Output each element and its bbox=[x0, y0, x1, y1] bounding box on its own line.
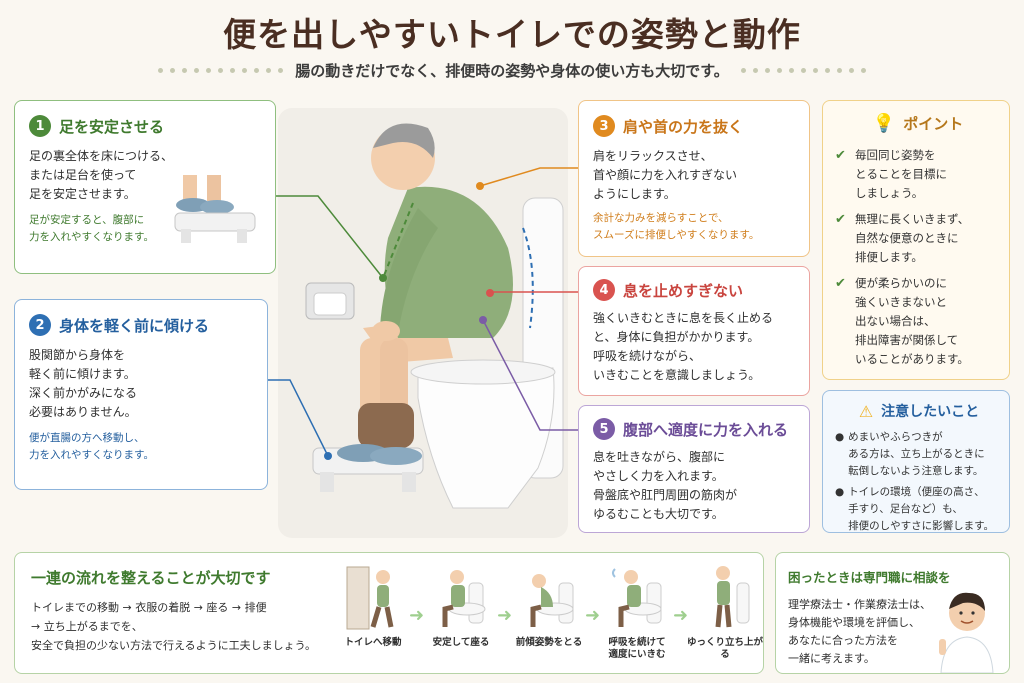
warning-icon: ⚠ bbox=[858, 401, 874, 421]
point-card: 💡 ポイント ✔ 毎回同じ姿勢を とることを目標に しましょう。 ✔ 無理に長く… bbox=[822, 100, 1010, 380]
step-number-badge: 2 bbox=[29, 314, 51, 336]
step-body: 足の裏全体を床につける、 または足台を使って 足を安定させます。 bbox=[29, 149, 174, 201]
flow-step: 前傾姿勢をとる bbox=[509, 563, 589, 649]
toilet-posture-illustration bbox=[278, 108, 568, 538]
consult-card: 困ったときは専門職に相談を 理学療法士・作業療法士は、 身体機能や環境を評価し、… bbox=[775, 552, 1010, 674]
arrow-right-icon: ➜ bbox=[673, 605, 689, 626]
point-card-header: 💡 ポイント bbox=[835, 113, 1001, 134]
step-number-badge: 5 bbox=[593, 418, 615, 440]
subtitle-row: 腸の動きだけでなく、排便時の姿勢や身体の使い方も大切です。 bbox=[0, 58, 1024, 82]
step-number-badge: 1 bbox=[29, 115, 51, 137]
therapist-avatar bbox=[939, 592, 994, 673]
decorative-dots-left bbox=[158, 67, 284, 73]
flow-steps: トイレへ移動 ➜ 安定して座る ➜ 前傾姿勢をとる ➜ bbox=[333, 563, 763, 667]
toilet-bowl-shape bbox=[417, 367, 555, 509]
step-card-5-header: 5 腹部へ適度に力を入れる bbox=[593, 418, 801, 440]
step-card-1: 1 足を安定させる 足の裏全体を床につける、 または足台を使って 足を安定させま… bbox=[14, 100, 276, 274]
lightbulb-icon: 💡 bbox=[872, 113, 896, 134]
standing-up-icon bbox=[715, 566, 750, 628]
caution-item: ● めまいやふらつきが ある方は、立ち上がるときに 転倒しないよう注意します。 bbox=[835, 429, 1003, 480]
step-card-4: 4 息を止めすぎない 強くいきむときに息を長く止める と、身体に負担がかかります… bbox=[578, 266, 810, 396]
step-card-4-header: 4 息を止めすぎない bbox=[593, 279, 801, 301]
arrow-right-icon: ➜ bbox=[585, 605, 601, 626]
arrow-right-icon: ➜ bbox=[497, 605, 513, 626]
point-item: ✔ 無理に長くいきまず、 自然な便意のときに 排便します。 bbox=[835, 210, 1001, 267]
step-title: 息を止めすぎない bbox=[623, 281, 744, 300]
step-note: 余計な力みを減らすことで、 スムーズに排便しやすくなります。 bbox=[593, 212, 760, 241]
caution-item: ● トイレの環境（便座の高さ、 手すり、足台など）も、 排便のしやすさに影響しま… bbox=[835, 484, 1003, 535]
lowered-trousers-shape bbox=[358, 403, 414, 448]
sitting-icon bbox=[442, 570, 486, 627]
step-title: 身体を軽く前に傾ける bbox=[59, 316, 210, 335]
page-title: 便を出しやすいトイレでの姿勢と動作 bbox=[223, 15, 801, 54]
toilet-paper-holder-icon bbox=[305, 282, 355, 320]
caution-card-header: ⚠ 注意したいこと bbox=[835, 401, 1003, 421]
point-item: ✔ 毎回同じ姿勢を とることを目標に しましょう。 bbox=[835, 146, 1001, 203]
walking-to-toilet-icon bbox=[346, 566, 394, 630]
check-icon: ✔ bbox=[835, 212, 846, 227]
bullet-icon: ● bbox=[835, 431, 845, 443]
step-card-3-header: 3 肩や首の力を抜く bbox=[593, 115, 801, 137]
caution-card: ⚠ 注意したいこと ● めまいやふらつきが ある方は、立ち上がるときに 転倒しな… bbox=[822, 390, 1010, 533]
decorative-dots-right bbox=[740, 67, 866, 73]
step-number-badge: 3 bbox=[593, 115, 615, 137]
caution-title: 注意したいこと bbox=[881, 404, 980, 420]
check-icon: ✔ bbox=[835, 276, 846, 291]
flow-step: トイレへ移動 bbox=[333, 563, 413, 649]
step-note: 足が安定すると、腹部に 力を入れやすくなります。 bbox=[29, 214, 154, 243]
bullet-icon: ● bbox=[835, 486, 845, 498]
step-title: 肩や首の力を抜く bbox=[623, 117, 744, 136]
step-body: 股関節から身体を 軽く前に傾けます。 深く前かがみになる 必要はありません。 bbox=[29, 348, 138, 419]
breathing-icon bbox=[612, 568, 662, 627]
step-body: 肩をリラックスさせ、 首や顔に力を入れすぎない ようにします。 bbox=[593, 149, 738, 201]
flow-step: 安定して座る bbox=[421, 563, 501, 649]
point-title: ポイント bbox=[903, 115, 964, 133]
step-body: 息を吐きながら、腹部に やさしく力を入れます。 骨盤底や肛門周囲の筋肉が ゆるむ… bbox=[593, 450, 738, 521]
check-icon: ✔ bbox=[835, 148, 846, 163]
footstool-feet-illustration bbox=[174, 175, 256, 243]
step-number-badge: 4 bbox=[593, 279, 615, 301]
point-item: ✔ 便が柔らかいのに 強くいきまないと 出ない場合は、 排出障害が関係して いる… bbox=[835, 274, 1001, 369]
flow-step: ゆっくり立ち上がる bbox=[685, 563, 765, 661]
flow-body: トイレまでの移動 → 衣服の着脱 → 座る → 排便 → 立ち上がるまでを、 安… bbox=[31, 601, 317, 652]
step-card-5: 5 腹部へ適度に力を入れる 息を吐きながら、腹部に やさしく力を入れます。 骨盤… bbox=[578, 405, 810, 533]
arrow-right-icon: ➜ bbox=[409, 605, 425, 626]
step-title: 腹部へ適度に力を入れる bbox=[623, 420, 789, 439]
step-title: 足を安定させる bbox=[59, 117, 165, 136]
flow-card: 一連の流れを整えることが大切です トイレまでの移動 → 衣服の着脱 → 座る →… bbox=[14, 552, 764, 674]
step-body: 強くいきむときに息を長く止める と、身体に負担がかかります。 呼吸を続けながら、… bbox=[593, 311, 774, 382]
page-subtitle: 腸の動きだけでなく、排便時の姿勢や身体の使い方も大切です。 bbox=[295, 61, 729, 80]
step-note: 便が直腸の方へ移動し、 力を入れやすくなります。 bbox=[29, 432, 154, 461]
leaning-forward-icon bbox=[530, 574, 574, 627]
flow-title: 一連の流れを整えることが大切です bbox=[31, 569, 271, 587]
step-card-2-header: 2 身体を軽く前に傾ける bbox=[29, 314, 257, 336]
consult-body: 理学療法士・作業療法士は、 身体機能や環境を評価し、 あなたに合った方法を 一緒… bbox=[788, 598, 931, 665]
step-card-2: 2 身体を軽く前に傾ける 股関節から身体を 軽く前に傾けます。 深く前かがみにな… bbox=[14, 299, 268, 490]
consult-title: 困ったときは専門職に相談を bbox=[788, 570, 951, 585]
flow-step: 呼吸を続けて 適度にいきむ bbox=[597, 563, 677, 661]
step-card-3: 3 肩や首の力を抜く 肩をリラックスさせ、 首や顔に力を入れすぎない ようにしま… bbox=[578, 100, 810, 257]
step-card-1-header: 1 足を安定させる bbox=[29, 115, 265, 137]
